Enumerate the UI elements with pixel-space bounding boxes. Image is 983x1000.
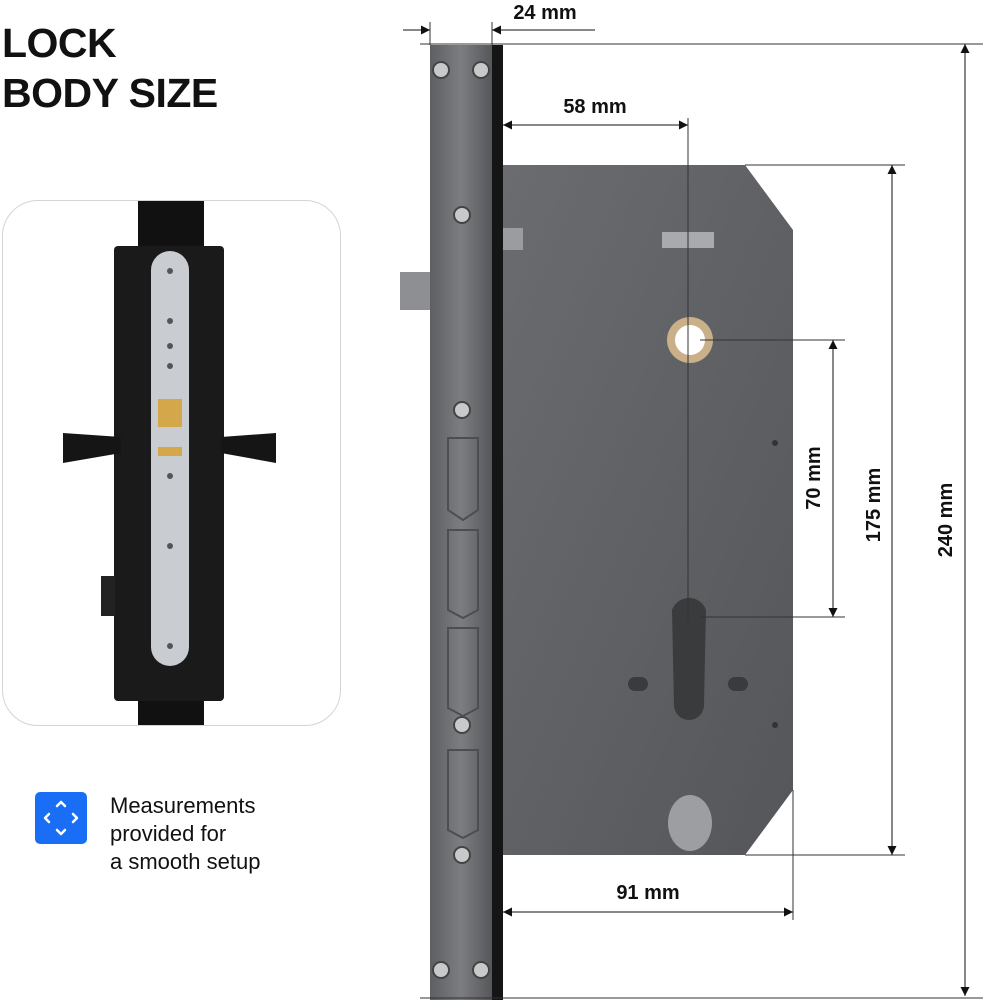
faceplate-cutouts (447, 437, 479, 840)
case-rivet (772, 722, 778, 728)
spindle-hole-inner (675, 325, 705, 355)
case-rivet (772, 440, 778, 446)
brass-deadbolt (158, 447, 182, 456)
faceplate (430, 45, 492, 1000)
brass-latch (158, 399, 182, 427)
dim-label-24: 24 mm (513, 2, 576, 24)
installed-lock-image (63, 201, 276, 725)
left-handle (63, 433, 121, 463)
lock-case (503, 165, 793, 855)
title-line-2: BODY SIZE (2, 70, 218, 116)
measurement-note: Measurements provided for a smooth setup (35, 792, 260, 874)
title-line-1: LOCK (2, 20, 117, 66)
case-slot (503, 228, 523, 250)
lower-follower (668, 795, 712, 851)
dim-label-240: 240 mm (935, 483, 957, 558)
note-text: Measurements provided for a smooth setup (110, 792, 260, 876)
note-line-1: Measurements (110, 793, 256, 818)
plate-screws (167, 268, 173, 649)
note-line-3: a smooth setup (110, 849, 261, 874)
dim-label-70: 70 mm (803, 446, 825, 509)
face-plate (151, 251, 189, 666)
cylinder-hole (672, 597, 706, 720)
right-handle (221, 433, 276, 463)
cylinder-screw-slot (728, 677, 748, 691)
installed-lock-preview-card (2, 200, 341, 726)
page-title: LOCK BODY SIZE (2, 18, 218, 118)
extension-lines (420, 22, 983, 999)
dim-label-91: 91 mm (616, 882, 679, 904)
faceplate-screws (432, 61, 490, 979)
note-line-2: provided for (110, 821, 227, 846)
thumb-turn (101, 576, 115, 616)
expand-arrows-icon (35, 792, 87, 844)
dim-label-58: 58 mm (563, 96, 626, 118)
dim-label-175: 175 mm (863, 468, 885, 543)
cylinder-screw-slot (628, 677, 648, 691)
faceplate-edge (492, 45, 503, 1000)
